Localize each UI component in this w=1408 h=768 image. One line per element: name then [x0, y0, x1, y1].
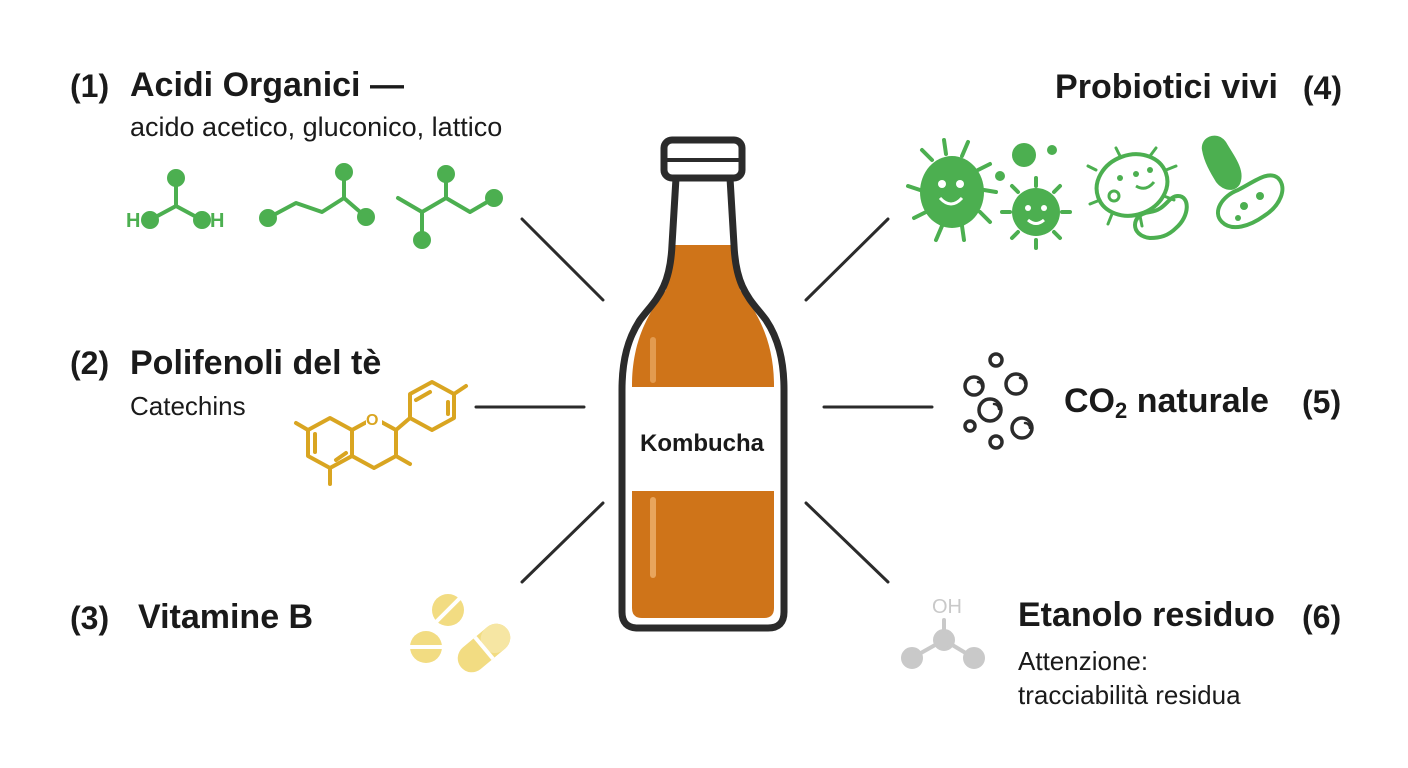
connector-line-1 [520, 217, 605, 302]
item-5-title-sub: 2 [1115, 398, 1128, 423]
svg-text:O: O [366, 412, 378, 429]
connector-line-6 [804, 501, 890, 584]
item-5-title-main: CO [1064, 382, 1115, 420]
item-1-title: Acidi Organici — [130, 66, 404, 104]
item-6-number: (6) [1302, 599, 1342, 635]
bottle-label-text: Kombucha [639, 430, 764, 457]
bottle-label [626, 387, 778, 491]
item-4-number: (4) [1302, 70, 1342, 106]
connector-line-4 [804, 217, 890, 302]
item-2-number: (2) [70, 345, 110, 381]
item-4-title: Probiotici vivi [1055, 68, 1278, 106]
item-5-number: (5) [1302, 384, 1342, 420]
item-3-number: (3) [70, 600, 110, 636]
item-6-subtitle-line-1: Attenzione: [1018, 646, 1149, 676]
item-5-title: CO2 naturale [1064, 384, 1269, 422]
item-3-title: Vitamine B [138, 598, 314, 636]
connector-line-3 [520, 501, 605, 584]
item-6-subtitle-line-2: tracciabilità residua [1018, 680, 1241, 710]
ethanol-oh-label: OH [932, 596, 962, 618]
item-1-subtitle: acido acetico, gluconico, lattico [130, 112, 503, 142]
item-1-number: (1) [70, 68, 110, 104]
item-2-title: Polifenoli del tè [130, 344, 382, 382]
item-5-title-rest: naturale [1127, 382, 1269, 420]
svg-text:H: H [210, 210, 224, 232]
item-6-title: Etanolo residuo [1018, 596, 1275, 634]
item-2-subtitle: Catechins [130, 391, 246, 421]
svg-text:H: H [126, 210, 140, 232]
